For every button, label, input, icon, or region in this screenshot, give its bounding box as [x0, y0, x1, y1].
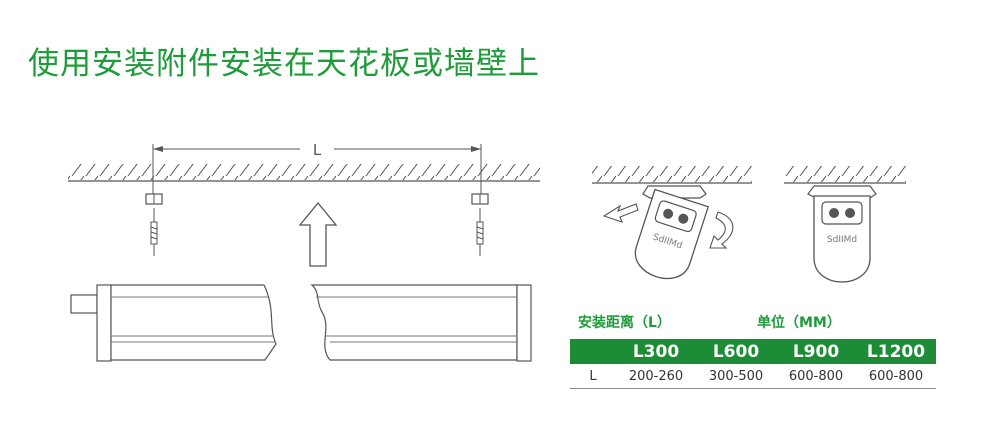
mounting-clip-right	[471, 193, 489, 205]
light-fixture-left	[70, 284, 277, 362]
spec-header-row: L300 L600 L900 L1200	[570, 339, 936, 364]
header-cell-blank	[570, 339, 616, 364]
ceiling-detail-2	[784, 166, 906, 184]
ceiling-detail-1	[592, 166, 752, 184]
value-cell: 600-800	[776, 364, 856, 389]
push-arrow-icon	[602, 203, 639, 223]
header-cell-l900: L900	[776, 339, 856, 364]
light-fixture-right	[310, 284, 532, 362]
up-arrow-icon	[298, 201, 338, 267]
distance-label: 安装距离（L）	[578, 315, 671, 331]
brand-mark-right: SdIIMd	[827, 235, 857, 245]
value-cell: 600-800	[856, 364, 936, 389]
clip-detail-installed: SdIIMd	[807, 185, 877, 283]
table-row: L 200-260 300-500 600-800 600-800	[570, 364, 936, 389]
unit-label: 单位（MM）	[757, 315, 841, 331]
value-cell: 200-260	[616, 364, 696, 389]
dimension-label: L	[313, 141, 322, 159]
dimension-line	[152, 144, 482, 195]
mounting-clip-left	[145, 193, 163, 205]
ceiling-left	[68, 164, 540, 182]
value-cell: 300-500	[696, 364, 776, 389]
spec-table: L300 L600 L900 L1200 L 200-260 300-500 6…	[570, 339, 936, 389]
row-label: L	[570, 364, 616, 389]
page-title: 使用安装附件安装在天花板或墙壁上	[28, 46, 540, 82]
rotate-arrow-icon	[709, 211, 734, 249]
header-cell-l300: L300	[616, 339, 696, 364]
screw-right-icon	[476, 208, 484, 256]
header-cell-l600: L600	[696, 339, 776, 364]
header-cell-l1200: L1200	[856, 339, 936, 364]
screw-left-icon	[150, 208, 158, 256]
clip-detail-tilted: SdIIMd	[634, 185, 710, 280]
